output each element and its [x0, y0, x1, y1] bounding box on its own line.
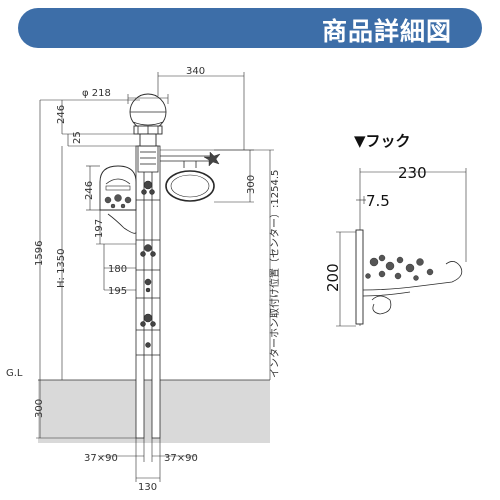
hook-thickness: 7.5 — [366, 192, 390, 210]
dim-mailbox-offset: 197 — [94, 219, 105, 238]
hook-flowers — [365, 254, 434, 281]
pole-ornament — [140, 180, 156, 348]
dim-post-left: 37×90 — [84, 453, 118, 464]
dim-mailbox-height: 246 — [84, 181, 95, 200]
dim-ground-height: H: 1350 — [56, 248, 67, 288]
dim-lamp-diameter: φ 218 — [82, 88, 111, 99]
page-title: 商品詳細図 — [321, 17, 452, 46]
hook-width: 230 — [398, 164, 427, 182]
dim-interphone-b: 195 — [108, 286, 127, 297]
main-dimensions: 340 φ 218 246 25 1596 H: 1350 246 197 18… — [6, 66, 281, 493]
sign-arm — [160, 151, 221, 202]
hook-backplate — [355, 229, 364, 325]
hook-height: 200 — [324, 263, 342, 292]
hook-detail: ▼フック 230 7.5 200 — [324, 132, 467, 327]
dim-lamp-gap: 25 — [72, 131, 83, 144]
dim-arm-width: 340 — [186, 66, 205, 77]
dim-interphone-position: インターホン取付け位置（センター）:1254.5 — [268, 170, 281, 378]
mailbox — [99, 165, 137, 234]
dim-post-total-width: 130 — [138, 482, 157, 493]
dim-sign-height: 300 — [246, 175, 257, 194]
dim-interphone-a: 180 — [108, 264, 127, 275]
sign-plate — [165, 170, 215, 202]
header-bar: 商品詳細図 — [18, 8, 482, 48]
dim-total-height: 1596 — [34, 241, 45, 266]
dim-foundation-depth: 300 — [34, 399, 45, 418]
dim-lamp-height: 246 — [56, 105, 67, 124]
ground-label: G.L — [6, 368, 23, 379]
lamp — [129, 93, 167, 147]
top-panel — [137, 145, 159, 173]
dim-post-right: 37×90 — [164, 453, 198, 464]
hook-title: ▼フック — [354, 132, 411, 150]
mailbox-body — [99, 165, 137, 211]
